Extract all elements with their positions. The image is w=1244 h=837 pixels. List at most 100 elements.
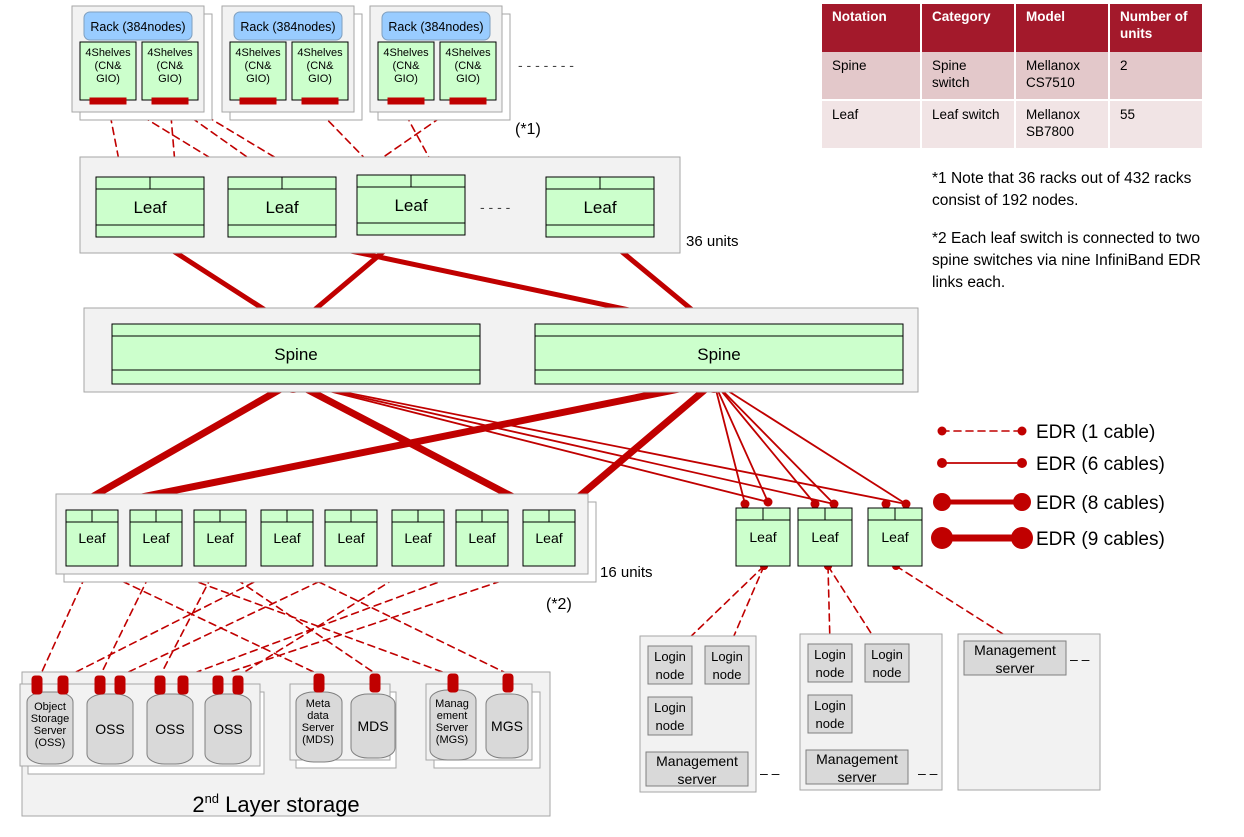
- management-server-label: server: [838, 769, 877, 785]
- header-category: Category: [921, 4, 1016, 52]
- leaf-ellipsis: - - - -: [480, 199, 511, 215]
- storage-port: [114, 675, 126, 695]
- edr-link-dashed: [827, 565, 879, 645]
- lower-leaf-label: Leaf: [404, 530, 431, 546]
- legend-endpoint: [1013, 493, 1031, 511]
- shelf-label: 4Shelves: [445, 47, 491, 59]
- login-node-label: Login: [814, 647, 846, 662]
- storage-title-part: Layer storage: [219, 792, 360, 817]
- management-server-label: Management: [816, 751, 898, 767]
- link-endpoint: [740, 499, 750, 509]
- shelf-port: [449, 97, 487, 105]
- rack-ellipsis: - - - - - - -: [518, 57, 574, 73]
- mds-label: MDS: [357, 718, 388, 734]
- edr-link-thin: [292, 381, 835, 505]
- legend-endpoint: [931, 527, 953, 549]
- edr-link-dashed: [89, 565, 319, 675]
- storage-title: 2nd Layer storage: [192, 791, 359, 817]
- edr-link-dashed: [159, 565, 218, 677]
- mds-full-label: data: [307, 710, 329, 722]
- shelf-label: 4Shelves: [383, 47, 429, 59]
- link-endpoint: [829, 499, 839, 509]
- link-endpoint: [810, 499, 820, 509]
- login-group-ellipsis: – –: [760, 765, 780, 781]
- oss-full-label: Object: [34, 701, 66, 713]
- storage-port: [154, 675, 166, 695]
- shelf-box: [439, 41, 497, 101]
- management-group-ellipsis: – –: [1070, 651, 1090, 667]
- login-node-label: node: [873, 665, 902, 680]
- login-node-label: node: [816, 665, 845, 680]
- oss-full-label: Server: [34, 725, 67, 737]
- edr-link-dashed: [729, 565, 765, 646]
- lower-leaf-label: Leaf: [273, 530, 300, 546]
- shelf-label: GIO): [246, 73, 270, 85]
- link-endpoint: [901, 499, 911, 509]
- shelf-port: [151, 97, 189, 105]
- shelf-label: 4Shelves: [235, 47, 281, 59]
- storage-port: [212, 675, 224, 695]
- login-node-label: node: [656, 667, 685, 682]
- upper-leaf-units: 36 units: [686, 233, 739, 250]
- lower-leaf-units: 16 units: [600, 564, 653, 581]
- oss-server: [204, 693, 252, 765]
- mds-full-label: Meta: [306, 698, 331, 710]
- management-server-label: Management: [974, 642, 1056, 658]
- legend-endpoint: [1011, 527, 1033, 549]
- header-model: Model: [1015, 4, 1110, 52]
- edr-link-thin: [292, 381, 769, 503]
- note-2: *2 Each leaf switch is connected to two …: [932, 230, 1201, 291]
- legend-endpoint: [937, 426, 947, 436]
- storage-port: [313, 673, 325, 693]
- table-row: Leaf Leaf switch Mellanox SB7800 55: [822, 99, 1204, 148]
- login-node: [807, 643, 853, 683]
- note-1: *1 Note that 36 racks out of 432 racks c…: [932, 170, 1192, 209]
- mds-server: [350, 693, 396, 759]
- legend-label: EDR (9 cables): [1036, 529, 1165, 550]
- edr-link-thin: [713, 381, 907, 505]
- login-node-label: node: [816, 716, 845, 731]
- shelf-box: [141, 41, 199, 101]
- login-leaf-label: Leaf: [749, 529, 776, 545]
- oss-label: OSS: [213, 721, 243, 737]
- link-endpoint: [763, 497, 773, 507]
- shelf-label: 4Shelves: [297, 47, 343, 59]
- rack-title: Rack (384nodes): [90, 20, 185, 34]
- edr-link-dashed: [216, 565, 377, 675]
- login-node-label: node: [656, 718, 685, 733]
- login-leaf-label: Leaf: [811, 529, 838, 545]
- nodes-layer: Rack (384nodes)4Shelves(CN&GIO)4Shelves(…: [19, 5, 1165, 817]
- legend-label: EDR (1 cable): [1036, 422, 1155, 443]
- table-cell: Leaf: [822, 99, 922, 148]
- mds-full-label: Server: [302, 722, 335, 734]
- shelf-box: [229, 41, 287, 101]
- edr-link-thin: [292, 381, 907, 505]
- shelf-port: [301, 97, 339, 105]
- rack-reference: (*1): [515, 121, 541, 138]
- login-node-label: Login: [654, 649, 686, 664]
- shelf-label: (CN&: [455, 60, 483, 72]
- management-server: [645, 751, 749, 787]
- login-node-label: Login: [814, 698, 846, 713]
- edr-link-thin: [713, 381, 835, 505]
- shelf-box: [377, 41, 435, 101]
- mds-full-label: (MDS): [302, 734, 334, 746]
- mgs-full-label: ement: [437, 710, 468, 722]
- shelf-label: 4Shelves: [85, 47, 131, 59]
- shelf-label: (CN&: [95, 60, 123, 72]
- login-node: [807, 694, 853, 734]
- lower-leaf-reference: (*2): [546, 596, 572, 613]
- login-node: [647, 696, 693, 736]
- rack-title: Rack (384nodes): [388, 20, 483, 34]
- management-server-label: server: [996, 660, 1035, 676]
- storage-port: [57, 675, 69, 695]
- shelf-label: (CN&: [393, 60, 421, 72]
- storage-port: [232, 675, 244, 695]
- legend-endpoint: [933, 493, 951, 511]
- login-leaf-label: Leaf: [881, 529, 908, 545]
- storage-title-part: 2: [192, 792, 204, 817]
- login-group-ellipsis: – –: [918, 765, 938, 781]
- lower-leaf-label: Leaf: [142, 530, 169, 546]
- table-cell: 2: [1109, 52, 1204, 100]
